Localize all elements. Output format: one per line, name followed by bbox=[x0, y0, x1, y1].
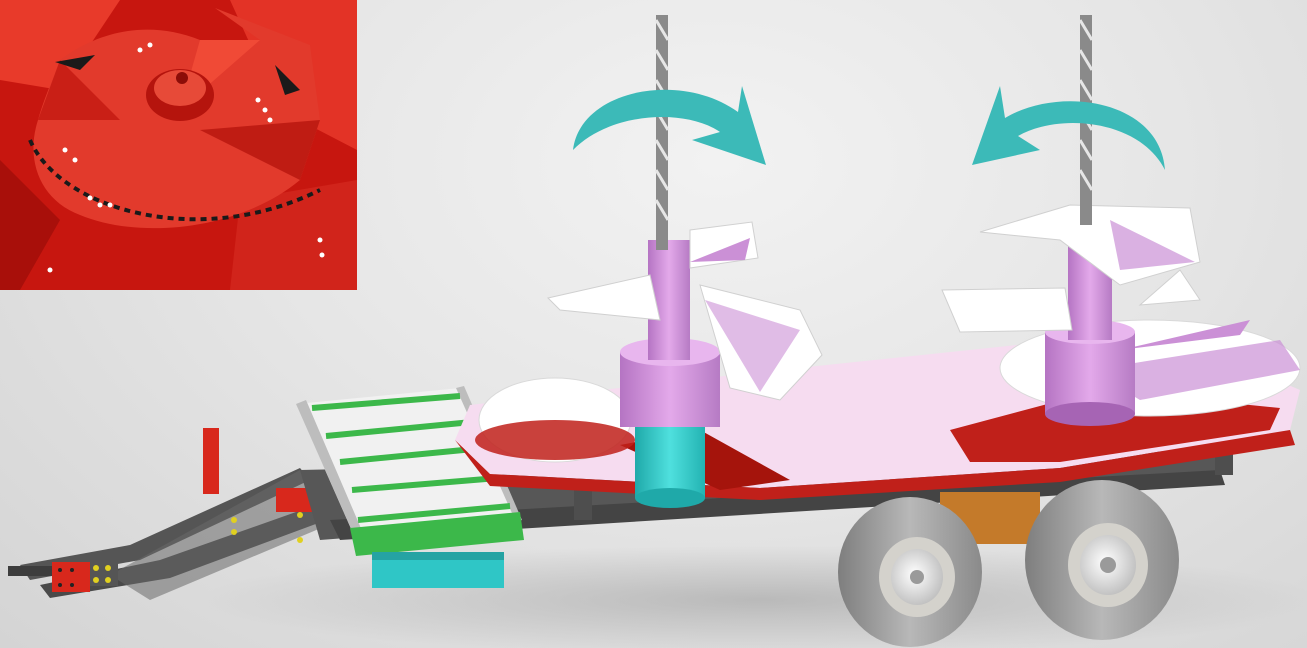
counterclockwise-arrow-icon bbox=[972, 86, 1165, 170]
clockwise-arrow-icon bbox=[573, 86, 766, 165]
rotor-closeup-photo bbox=[0, 0, 357, 290]
rear-wheel bbox=[1025, 480, 1179, 640]
front-wheel bbox=[838, 497, 982, 647]
left-shaft bbox=[656, 15, 668, 250]
